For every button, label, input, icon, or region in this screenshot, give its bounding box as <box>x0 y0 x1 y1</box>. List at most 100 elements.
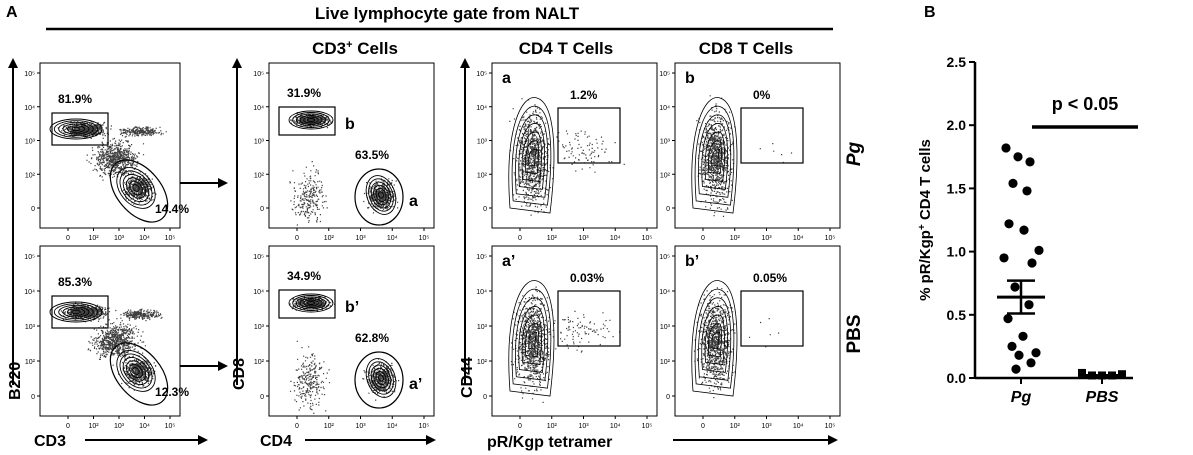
col-title-cd3: CD3+ Cells <box>312 39 398 58</box>
y-tick-label: 10⁵ <box>476 71 487 78</box>
x-tick-label: 10² <box>547 423 558 430</box>
gate-box <box>51 112 109 146</box>
contour-line <box>295 296 327 310</box>
contour-line <box>62 306 90 318</box>
x-tick-label: 10³ <box>578 423 589 430</box>
x-tick-label: 10² <box>547 235 558 242</box>
contour-line <box>521 131 542 183</box>
contour-line <box>698 114 732 198</box>
data-point <box>1014 350 1024 360</box>
y-tick-label: 10⁵ <box>24 71 35 78</box>
y-tick-label: 10² <box>254 172 265 179</box>
gate-box <box>278 106 336 136</box>
contour-line <box>116 350 156 392</box>
contour-line <box>518 123 546 190</box>
x-tick-label: 10⁵ <box>642 235 653 242</box>
y-tick-label: 10⁴ <box>253 105 264 112</box>
y-tick-label: 10³ <box>477 139 488 146</box>
contour-line <box>707 140 722 175</box>
contour-line <box>508 97 555 214</box>
contour-line <box>119 353 153 389</box>
gate-percentage: 0.03% <box>570 271 604 285</box>
contour-line <box>515 297 549 381</box>
y-tick-label: 10³ <box>254 139 265 146</box>
contour-line <box>288 293 334 313</box>
x-tick-label: 0 <box>701 423 705 430</box>
gate-ellipse <box>354 351 404 409</box>
y-tick-label: 0.5 <box>947 307 967 323</box>
contour-line <box>373 367 389 389</box>
y-axis-label-part: % pR/Kgp <box>917 230 934 301</box>
contour-line <box>698 297 732 381</box>
y-tick-label: 0 <box>260 206 264 213</box>
x-tick-label: 10³ <box>578 235 589 242</box>
contour-line <box>66 308 86 316</box>
contour-line <box>132 367 140 375</box>
gate-ellipse <box>109 342 169 406</box>
y-tick-label: 0 <box>666 206 670 213</box>
x-tick-label: 10³ <box>761 423 772 430</box>
scatter-chart: 0.00.51.01.52.02.5% pR/Kgp+ CD4 T cellsP… <box>917 54 1138 406</box>
event-dots <box>87 318 146 366</box>
gate-box <box>740 290 804 347</box>
event-dots <box>696 95 736 217</box>
gate-percentage: 81.9% <box>58 92 92 106</box>
subset-letter: a’ <box>502 253 515 270</box>
contour-line <box>691 280 738 397</box>
x-tick-label: 10³ <box>114 235 125 242</box>
gate-box <box>557 107 621 164</box>
row-label-pg: Pg <box>844 141 865 166</box>
y-tick-label: 10³ <box>25 324 36 331</box>
y-tick-label: 10⁵ <box>659 254 670 261</box>
contour-line <box>701 123 729 190</box>
contour-line <box>122 173 150 203</box>
subset-letter: a <box>502 70 511 87</box>
data-point <box>1118 370 1126 379</box>
contour-line <box>518 306 546 373</box>
data-point <box>1011 364 1021 374</box>
gate-percentage: 14.4% <box>155 202 189 216</box>
y-tick-label: 10⁵ <box>476 254 487 261</box>
contour-line <box>521 314 542 366</box>
x-tick-label: 10³ <box>114 423 125 430</box>
gate-box <box>51 295 109 329</box>
contour-line <box>694 288 735 389</box>
plot-frame <box>268 62 435 229</box>
y-tick-label: 10² <box>254 359 265 366</box>
subset-letter: a’ <box>409 376 422 393</box>
data-point <box>1008 178 1018 188</box>
x-tick-label: 10² <box>730 235 741 242</box>
y-tick-label: 10³ <box>25 139 36 146</box>
data-point <box>1078 368 1086 377</box>
y-tick-label: 10⁴ <box>24 105 35 112</box>
event-dots <box>115 308 163 322</box>
y-tick-label: 10⁵ <box>253 254 264 261</box>
y-tick-label: 10⁴ <box>253 289 264 296</box>
contour-line <box>370 181 392 209</box>
event-dots <box>57 302 111 323</box>
contour-line <box>365 175 397 215</box>
subset-letter: b <box>345 116 355 133</box>
y-tick-label: 10² <box>477 359 488 366</box>
contour-line <box>292 112 330 128</box>
x-tick-label: 0 <box>66 235 70 242</box>
x-tick-label: 10⁴ <box>387 423 398 430</box>
y-tick-label: 2.0 <box>947 117 967 133</box>
subset-letter: b’ <box>345 299 359 316</box>
x-tick-label: 10⁵ <box>825 423 836 430</box>
x-tick-label: 10⁴ <box>387 235 398 242</box>
contour-line <box>306 118 316 122</box>
contour-line <box>66 125 86 133</box>
x-tick-label: 10⁴ <box>793 235 804 242</box>
event-dots <box>86 136 145 181</box>
gate-percentage: 31.9% <box>287 86 321 100</box>
y-tick-label: 1.5 <box>947 180 967 196</box>
data-point <box>1013 152 1023 162</box>
contour-line <box>707 323 722 358</box>
event-dots <box>119 126 167 137</box>
cd44-axis-label: CD44 <box>459 357 476 398</box>
contour-line <box>375 371 387 385</box>
gate-percentage: 63.5% <box>355 148 389 162</box>
